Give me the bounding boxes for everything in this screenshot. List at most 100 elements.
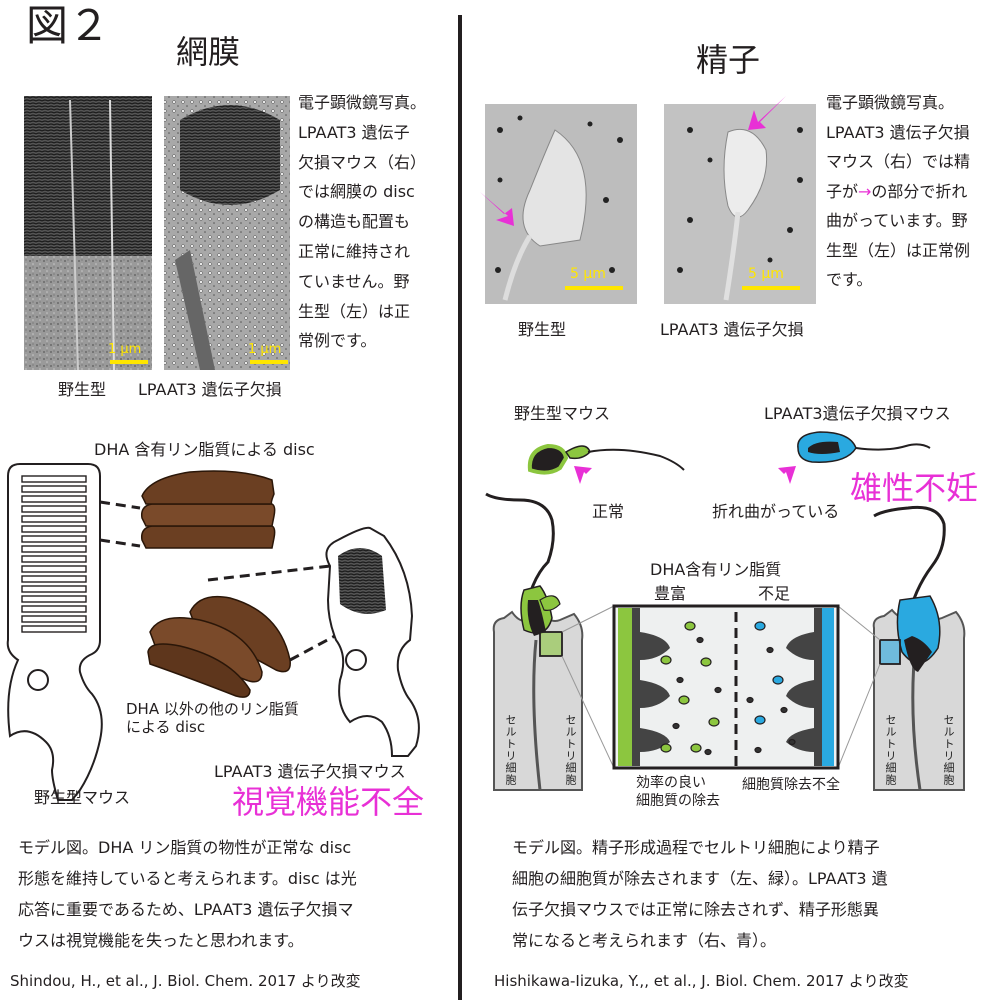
sperm-ko-mouse-label: LPAAT3遺伝子欠損マウス [764, 404, 951, 423]
sperm-scale-bar-wild: 5 µm [570, 266, 606, 282]
caption-line: 応答に重要であるため、LPAAT3 遺伝子欠損マ [18, 900, 354, 919]
sertoli-label-ko-1: セルトリ細胞 [884, 714, 897, 786]
rod-disc [21, 625, 87, 633]
caption-line: 電子顕微鏡写真。 [826, 93, 955, 112]
efficient-removal-line: 効率の良い [636, 775, 706, 791]
rod-disc [21, 495, 87, 503]
zoom-guide-right-bottom [837, 663, 881, 769]
retina-ko-mouse-label: LPAAT3 遺伝子欠損マウス [214, 762, 406, 781]
retina-citation: Shindou, H., et al., J. Biol. Chem. 2017… [10, 972, 361, 990]
sperm-ko-icon [797, 431, 931, 463]
caption-line: 形態を維持していると考えられます。disc は光 [18, 869, 357, 888]
rod-disc-stack [21, 475, 87, 633]
sperm-scale-bar-ko: 5 µm [748, 266, 784, 282]
caption-line: モデル図。精子形成過程でセルトリ細胞により精子 [512, 838, 880, 857]
arrow-bent [764, 466, 796, 494]
dha-poor-label: 不足 [758, 584, 791, 603]
cytoplasm-vesicle [708, 717, 720, 727]
retina-em-wild-photo [24, 96, 152, 371]
rod-disc [21, 595, 87, 603]
cytoplasm-vesicle [676, 676, 684, 684]
bent-label: 折れ曲がっている [712, 502, 840, 521]
cytoplasm-vesicle [660, 743, 672, 753]
caption-line: ていません。野 [298, 271, 410, 291]
caption-line: LPAAT3 遺伝子 [298, 122, 410, 142]
caption-line: 伝子欠損マウスでは正常に除去されず、精子形態異 [512, 900, 879, 919]
rod-disc [21, 525, 87, 533]
zoom-line-bottom [99, 538, 141, 548]
caption-line: 常になると考えられます（右、青）。 [512, 931, 777, 950]
caption-line: マウス（右）では精 [826, 152, 971, 171]
cytoplasm-vesicle [788, 738, 796, 746]
retina-photo-label-ko: LPAAT3 遺伝子欠損 [138, 380, 282, 399]
caption-line: 子が→の部分で折れ [826, 177, 1000, 207]
caption-line: 細胞の細胞質が除去されます（左、緑）。LPAAT3 遺 [512, 869, 888, 888]
rod-disc [21, 475, 87, 483]
caption-line: 生型（左）は正常例 [826, 240, 971, 260]
sperm-em-ko-photo [664, 104, 816, 304]
caption-fragment: の部分で折れ [871, 181, 968, 201]
cytoplasm-vesicle [660, 655, 672, 665]
sperm-citation: Hishikawa-Iizuka, Y.,, et al., J. Biol. … [494, 972, 909, 990]
cytoplasm-removal-zoom [612, 604, 840, 770]
rod-disc [21, 585, 87, 593]
caption-fragment: 子が [826, 181, 859, 201]
rod-disc [21, 485, 87, 493]
caption-line: 電子顕微鏡写真。 [298, 93, 427, 112]
rod-disc [21, 505, 87, 513]
caption-line: では網膜の disc [298, 182, 415, 202]
sperm-model-caption: モデル図。精子形成過程でセルトリ細胞により精子 細胞の細胞質が除去されます（左、… [512, 832, 994, 956]
caption-line: 生型（左）は正 [298, 301, 411, 321]
retina-em-ko-photo [164, 96, 290, 370]
zoom-line-ko-top [207, 564, 331, 582]
sertoli-cells-ko [872, 505, 966, 791]
dha-rich-label: 豊富 [654, 584, 687, 603]
magenta-arrow-glyph: → [858, 181, 872, 201]
caption-line: 欠損マウス（右） [298, 152, 427, 172]
arrow-wild-photo [480, 192, 514, 226]
caption-line: ウスは視覚機能を失ったと思われます。 [18, 931, 304, 950]
cytoplasm-vesicle [678, 695, 690, 705]
visual-dysfunction-label: 視覚機能不全 [232, 783, 425, 821]
cytoplasm-vesicle [746, 696, 754, 704]
sertoli-label-wild-1: セルトリ細胞 [504, 714, 517, 786]
retina-heading: 網膜 [176, 33, 241, 71]
rod-disc [21, 575, 87, 583]
figure-label: 図２ [26, 1, 111, 50]
cytoplasm-vesicle [696, 636, 704, 644]
caption-line: 曲がっています。野 [826, 211, 968, 230]
sperm-photo-label-wild: 野生型 [518, 320, 567, 339]
zoom-guide-left-bottom [561, 655, 615, 769]
retina-em-caption: 電子顕微鏡写真。 LPAAT3 遺伝子 欠損マウス（右） では網膜の disc … [298, 88, 458, 356]
cytoplasm-vesicle [766, 646, 774, 654]
sperm-wild-icon [527, 443, 685, 475]
sperm-photo-label-ko: LPAAT3 遺伝子欠損 [660, 320, 804, 339]
zoom-guide-left-top [561, 605, 615, 633]
retina-scale-bar-wild: 1 µm [108, 342, 142, 357]
rod-disc [21, 565, 87, 573]
efficient-removal-line: 細胞質の除去 [636, 793, 720, 809]
cytoplasm-vesicle [672, 722, 680, 730]
sertoli-label-ko-2: セルトリ細胞 [942, 714, 955, 786]
sperm-em-wild-photo [485, 104, 637, 304]
cytoplasm-vesicle [754, 715, 766, 725]
zoom-line-top [99, 500, 141, 510]
retina-scale-bar-ko: 1 µm [248, 342, 282, 357]
cytoplasm-vesicle [780, 706, 788, 714]
sperm-heading: 精子 [696, 41, 761, 79]
cytoplasm-vesicle [714, 686, 722, 694]
cytoplasm-vesicle [754, 621, 766, 631]
other-disc-label-line: DHA 以外の他のリン脂質 [126, 700, 299, 718]
sertoli-label-wild-2: セルトリ細胞 [564, 714, 577, 786]
rod-disc [21, 535, 87, 543]
cytoplasm-vesicle [704, 748, 712, 756]
sertoli-cells-wild [485, 492, 584, 791]
male-infertility-label: 雄性不妊 [850, 469, 979, 507]
caption-line: 正常に維持され [298, 241, 411, 261]
dha-phospholipid-title: DHA含有リン脂質 [650, 560, 782, 579]
efficient-removal-label: 効率の良い 細胞質の除去 [636, 774, 720, 810]
arrow-ko-photo [748, 96, 786, 130]
retina-photo-label-wild: 野生型 [58, 380, 107, 399]
rod-disc [21, 555, 87, 563]
other-disc-label-line: による disc [126, 718, 206, 736]
